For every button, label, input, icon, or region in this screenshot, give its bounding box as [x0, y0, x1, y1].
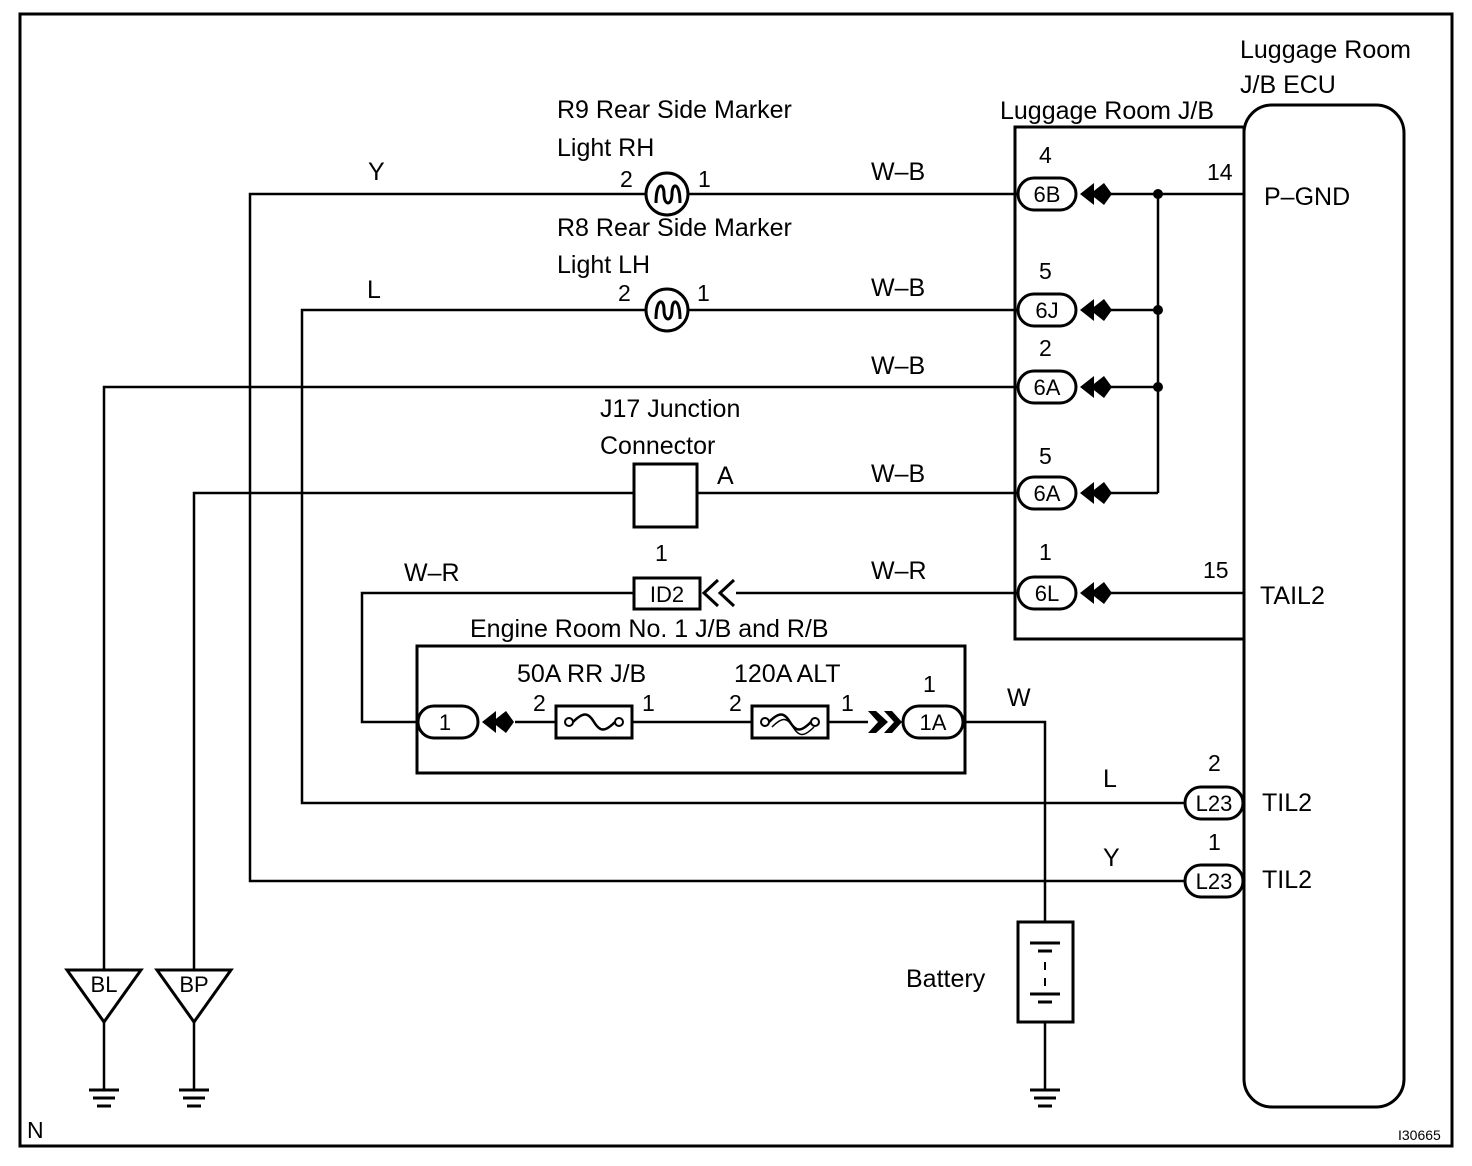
fuse-120a-label: 120A ALT	[734, 660, 841, 688]
pin-l23-a: 2	[1208, 750, 1221, 776]
r8-pin-1: 1	[697, 280, 710, 306]
pin-l23-b: 1	[1208, 829, 1221, 855]
r9-rear-side-marker-rh	[644, 171, 690, 217]
ecu-title-line1: Luggage Room	[1240, 36, 1411, 64]
ground-bp-label: BP	[179, 972, 208, 997]
connector-1a-label: 1A	[920, 710, 947, 735]
wire-color-y-top: Y	[368, 158, 385, 186]
connector-6j-label: 6J	[1035, 298, 1058, 323]
connector-6j	[1016, 292, 1112, 328]
pin-14: 14	[1207, 159, 1233, 185]
figure-code: I30665	[1398, 1127, 1441, 1143]
wire-color-wb-3: W–B	[871, 352, 925, 380]
j17-junction-connector	[632, 462, 699, 529]
connector-l23-b	[1183, 863, 1245, 899]
wire-color-wr-right: W–R	[871, 557, 927, 585]
ecu-title-line2: J/B ECU	[1240, 71, 1336, 99]
pin-1a: 1	[923, 671, 936, 697]
connector-6a-bottom	[1016, 475, 1112, 511]
fuse-120a-alt	[750, 704, 830, 740]
r9-label-line2: Light RH	[557, 134, 654, 162]
ecu-terminal-p-gnd: P–GND	[1264, 183, 1350, 211]
connector-6l	[1016, 575, 1112, 611]
pin-6l: 1	[1039, 539, 1052, 565]
ecu-terminal-til2-b: TIL2	[1262, 866, 1312, 894]
pin-6a-top: 2	[1039, 335, 1052, 361]
fuse-50a-pin-2: 2	[533, 690, 546, 716]
r8-label-line1: R8 Rear Side Marker	[557, 214, 792, 242]
wire-color-w-battery: W	[1007, 684, 1031, 712]
jb-box	[1013, 125, 1246, 641]
fuse-120a-pin-1: 1	[841, 690, 854, 716]
pin-15: 15	[1203, 557, 1229, 583]
fuse-120a-pin-2: 2	[729, 690, 742, 716]
earth-ground-icon	[179, 1088, 209, 1108]
fuse-50a-rr-jb	[554, 704, 634, 740]
connector-6a-top	[1016, 369, 1112, 405]
r8-pin-2: 2	[618, 280, 631, 306]
connector-1	[416, 704, 514, 740]
r9-pin-2: 2	[620, 166, 633, 192]
wire-color-wb-2: W–B	[871, 274, 925, 302]
j17-pin-a: A	[717, 462, 734, 490]
engine-room-title: Engine Room No. 1 J/B and R/B	[470, 615, 829, 643]
r8-label-line2: Light LH	[557, 251, 650, 279]
earth-ground-icon	[89, 1088, 119, 1108]
pin-6b: 4	[1039, 142, 1052, 168]
corner-n-mark: N	[27, 1117, 44, 1143]
r8-rear-side-marker-lh	[644, 287, 690, 333]
ground-bl-icon	[64, 968, 144, 1025]
ground-bp-icon	[154, 968, 234, 1025]
wire-color-wr-left: W–R	[404, 559, 460, 587]
connector-l23-a	[1183, 785, 1245, 821]
fuse-50a-label: 50A RR J/B	[517, 660, 646, 688]
wire-color-wb-4: W–B	[871, 460, 925, 488]
connector-l23-a-label: L23	[1196, 791, 1233, 816]
r9-label-line1: R9 Rear Side Marker	[557, 96, 792, 124]
connector-id2	[632, 576, 736, 611]
connector-1-label: 1	[439, 710, 451, 735]
connector-id2-label: ID2	[650, 582, 684, 607]
wire-color-l-bottom: L	[1103, 765, 1117, 793]
connector-6a-top-label: 6A	[1034, 375, 1061, 400]
pin-6a-bottom: 5	[1039, 443, 1052, 469]
battery-label: Battery	[906, 965, 986, 993]
wire-color-wb-1: W–B	[871, 158, 925, 186]
wire-color-y-bottom: Y	[1103, 844, 1120, 872]
diagram-frame	[18, 12, 1454, 1148]
wire-color-l-top: L	[367, 276, 381, 304]
connector-6a-bottom-label: 6A	[1034, 481, 1061, 506]
connector-6b	[1016, 176, 1112, 212]
fuse-50a-pin-1: 1	[642, 690, 655, 716]
connector-l23-b-label: L23	[1196, 869, 1233, 894]
ecu-terminal-tail2: TAIL2	[1260, 582, 1325, 610]
connector-1a	[868, 704, 965, 740]
pin-id2: 1	[655, 540, 668, 566]
connector-6l-label: 6L	[1035, 581, 1059, 606]
ecu-terminal-til2-a: TIL2	[1262, 789, 1312, 817]
ground-bl-label: BL	[91, 972, 118, 997]
earth-ground-icon	[1030, 1088, 1060, 1108]
pin-6j: 5	[1039, 258, 1052, 284]
connector-6b-label: 6B	[1034, 182, 1061, 207]
engine-room-jb-box	[415, 644, 967, 775]
j17-label-line2: Connector	[600, 432, 715, 460]
battery-symbol	[1016, 920, 1075, 1024]
j17-label-line1: J17 Junction	[600, 395, 740, 423]
r9-pin-1: 1	[698, 166, 711, 192]
jb-title: Luggage Room J/B	[1000, 97, 1214, 125]
